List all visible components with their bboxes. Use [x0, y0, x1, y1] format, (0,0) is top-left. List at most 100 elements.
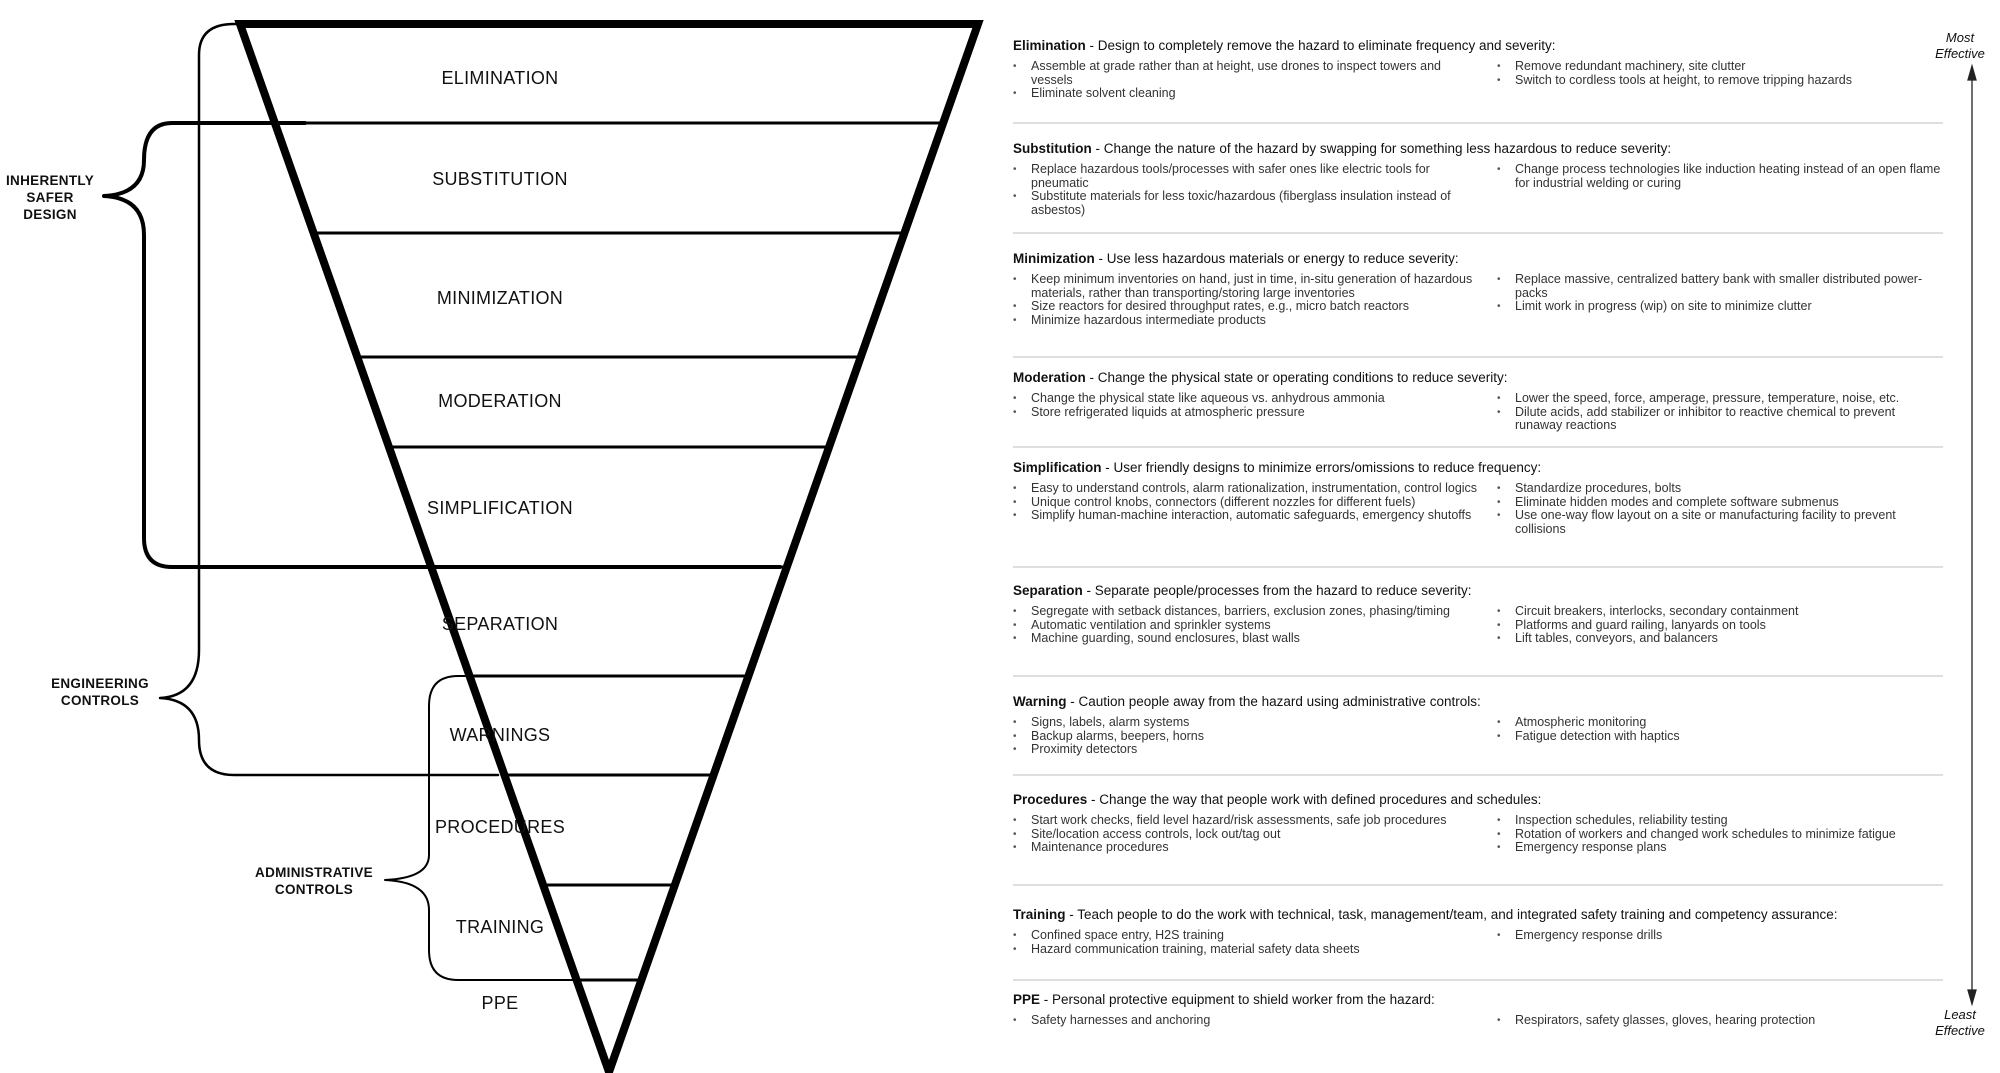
- section-heading-description: - Use less hazardous materials or energy…: [1094, 251, 1459, 266]
- bullet-item: Backup alarms, beepers, horns: [1013, 729, 1481, 744]
- bullet-item: Keep minimum inventories on hand, just i…: [1013, 272, 1481, 300]
- bullet-item: Emergency response plans: [1497, 840, 1943, 855]
- inverted-triangle: [234, 20, 984, 1073]
- section-heading-title: Training: [1013, 907, 1066, 922]
- section-heading-title: Separation: [1013, 583, 1083, 598]
- level-label-substitution: SUBSTITUTION: [432, 169, 568, 189]
- bullet-item: Replace hazardous tools/processes with s…: [1013, 162, 1481, 190]
- bullet-list-left: Assemble at grade rather than at height,…: [1013, 59, 1481, 101]
- level-label-warnings: WARNINGS: [449, 725, 551, 745]
- group-label-engineering-controls: ENGINEERING CONTROLS: [51, 676, 149, 708]
- bullet-item: Emergency response drills: [1497, 928, 1943, 943]
- level-label-training: TRAINING: [455, 917, 545, 937]
- bullet-item: Machine guarding, sound enclosures, blas…: [1013, 631, 1481, 646]
- bullet-item: Assemble at grade rather than at height,…: [1013, 59, 1481, 87]
- section-procedures: Procedures - Change the way that people …: [1013, 792, 1943, 855]
- bullet-item: Minimize hazardous intermediate products: [1013, 313, 1481, 328]
- bullet-item: Standardize procedures, bolts: [1497, 481, 1943, 496]
- bullet-list-right: Respirators, safety glasses, gloves, hea…: [1497, 1013, 1943, 1028]
- level-label-simplification: SIMPLIFICATION: [427, 498, 573, 518]
- bullet-list-right: Replace massive, centralized battery ban…: [1497, 272, 1943, 327]
- bullet-item: Signs, labels, alarm systems: [1013, 715, 1481, 730]
- bullet-item: Easy to understand controls, alarm ratio…: [1013, 481, 1481, 496]
- section-heading-title: Procedures: [1013, 792, 1088, 807]
- engineering-controls-bracket: [158, 22, 500, 777]
- bullet-item: Start work checks, field level hazard/ri…: [1013, 813, 1481, 828]
- section-heading: Elimination - Design to completely remov…: [1013, 38, 1943, 54]
- bullet-item: Site/location access controls, lock out/…: [1013, 827, 1481, 842]
- section-heading-description: - Change the physical state or operating…: [1085, 370, 1508, 385]
- bullet-list-left: Replace hazardous tools/processes with s…: [1013, 162, 1481, 217]
- section-heading-description: - Teach people to do the work with techn…: [1065, 907, 1838, 922]
- bullet-item: Respirators, safety glasses, gloves, hea…: [1497, 1013, 1943, 1028]
- section-columns: Confined space entry, H2S trainingHazard…: [1013, 928, 1943, 957]
- bullet-item: Change process technologies like inducti…: [1497, 162, 1943, 190]
- bullet-item: Inspection schedules, reliability testin…: [1497, 813, 1943, 828]
- bullet-item: Rotation of workers and changed work sch…: [1497, 827, 1943, 842]
- bullet-list-left: Easy to understand controls, alarm ratio…: [1013, 481, 1481, 536]
- bullet-list-left: Keep minimum inventories on hand, just i…: [1013, 272, 1481, 328]
- section-separation: Separation - Separate people/processes f…: [1013, 583, 1943, 646]
- section-heading-title: Minimization: [1013, 251, 1095, 266]
- section-heading-description: - Caution people away from the hazard us…: [1066, 694, 1481, 709]
- section-heading: Training - Teach people to do the work w…: [1013, 907, 1943, 923]
- section-heading: Minimization - Use less hazardous materi…: [1013, 251, 1943, 267]
- section-heading-description: - User friendly designs to minimize erro…: [1101, 460, 1542, 475]
- bullet-item: Fatigue detection with haptics: [1497, 729, 1943, 744]
- level-label-ppe: PPE: [481, 993, 519, 1013]
- bullet-list-left: Start work checks, field level hazard/ri…: [1013, 813, 1481, 855]
- section-simplification: Simplification - User friendly designs t…: [1013, 460, 1943, 536]
- bullet-item: Confined space entry, H2S training: [1013, 928, 1481, 943]
- bullet-list-right: Emergency response drills: [1497, 928, 1943, 956]
- bullet-item: Maintenance procedures: [1013, 840, 1481, 855]
- bullet-item: Eliminate hidden modes and complete soft…: [1497, 495, 1943, 510]
- effectiveness-arrow: [1967, 63, 1977, 1007]
- section-columns: Easy to understand controls, alarm ratio…: [1013, 481, 1943, 536]
- bullet-item: Eliminate solvent cleaning: [1013, 86, 1481, 101]
- section-moderation: Moderation - Change the physical state o…: [1013, 370, 1943, 433]
- section-columns: Signs, labels, alarm systemsBackup alarm…: [1013, 715, 1943, 757]
- bullet-list-right: Lower the speed, force, amperage, pressu…: [1497, 391, 1943, 433]
- section-heading-description: - Change the way that people work with d…: [1087, 792, 1542, 807]
- section-columns: Safety harnesses and anchoring Respirator…: [1013, 1013, 1943, 1028]
- level-label-moderation: MODERATION: [438, 391, 562, 411]
- administrative-controls-bracket: [384, 675, 746, 981]
- section-columns: Segregate with setback distances, barrie…: [1013, 604, 1943, 646]
- bullet-item: Use one-way flow layout on a site or man…: [1497, 508, 1943, 536]
- bullet-item: Hazard communication training, material …: [1013, 942, 1481, 957]
- section-ppe: PPE - Personal protective equipment to s…: [1013, 992, 1943, 1028]
- bullet-item: Change the physical state like aqueous v…: [1013, 391, 1481, 406]
- section-heading-description: - Separate people/processes from the haz…: [1082, 583, 1472, 598]
- bullet-item: Lift tables, conveyors, and balancers: [1497, 631, 1943, 646]
- bullet-list-left: Safety harnesses and anchoring: [1013, 1013, 1481, 1028]
- section-columns: Keep minimum inventories on hand, just i…: [1013, 272, 1943, 328]
- bullet-item: Simplify human-machine interaction, auto…: [1013, 508, 1481, 523]
- section-heading: Substitution - Change the nature of the …: [1013, 141, 1943, 157]
- group-label-administrative-controls: ADMINISTRATIVE CONTROLS: [255, 865, 373, 897]
- section-heading-description: - Personal protective equipment to shiel…: [1040, 992, 1435, 1007]
- bullet-item: Automatic ventilation and sprinkler syst…: [1013, 618, 1481, 633]
- section-heading: Procedures - Change the way that people …: [1013, 792, 1943, 808]
- bullet-list-left: Change the physical state like aqueous v…: [1013, 391, 1481, 433]
- bullet-item: Segregate with setback distances, barrie…: [1013, 604, 1481, 619]
- section-heading-title: Substitution: [1013, 141, 1092, 156]
- section-heading-description: - Design to completely remove the hazard…: [1085, 38, 1556, 53]
- bullet-list-right: Standardize procedures, boltsEliminate h…: [1497, 481, 1943, 536]
- section-columns: Change the physical state like aqueous v…: [1013, 391, 1943, 433]
- least-effective-label: Least Effective: [1935, 1007, 1985, 1038]
- section-minimization: Minimization - Use less hazardous materi…: [1013, 251, 1943, 327]
- bullet-item: Safety harnesses and anchoring: [1013, 1013, 1481, 1028]
- bullet-item: Replace massive, centralized battery ban…: [1497, 272, 1943, 300]
- bullet-list-right: Atmospheric monitoringFatigue detection …: [1497, 715, 1943, 757]
- section-training: Training - Teach people to do the work w…: [1013, 907, 1943, 956]
- section-heading-title: Simplification: [1013, 460, 1102, 475]
- bullet-list-right: Change process technologies like inducti…: [1497, 162, 1943, 217]
- section-columns: Replace hazardous tools/processes with s…: [1013, 162, 1943, 217]
- bullet-list-left: Segregate with setback distances, barrie…: [1013, 604, 1481, 646]
- bullet-item: Circuit breakers, interlocks, secondary …: [1497, 604, 1943, 619]
- section-heading: Moderation - Change the physical state o…: [1013, 370, 1943, 386]
- section-substitution: Substitution - Change the nature of the …: [1013, 141, 1943, 217]
- bullet-item: Store refrigerated liquids at atmospheri…: [1013, 405, 1481, 420]
- section-heading: Warning - Caution people away from the h…: [1013, 694, 1943, 710]
